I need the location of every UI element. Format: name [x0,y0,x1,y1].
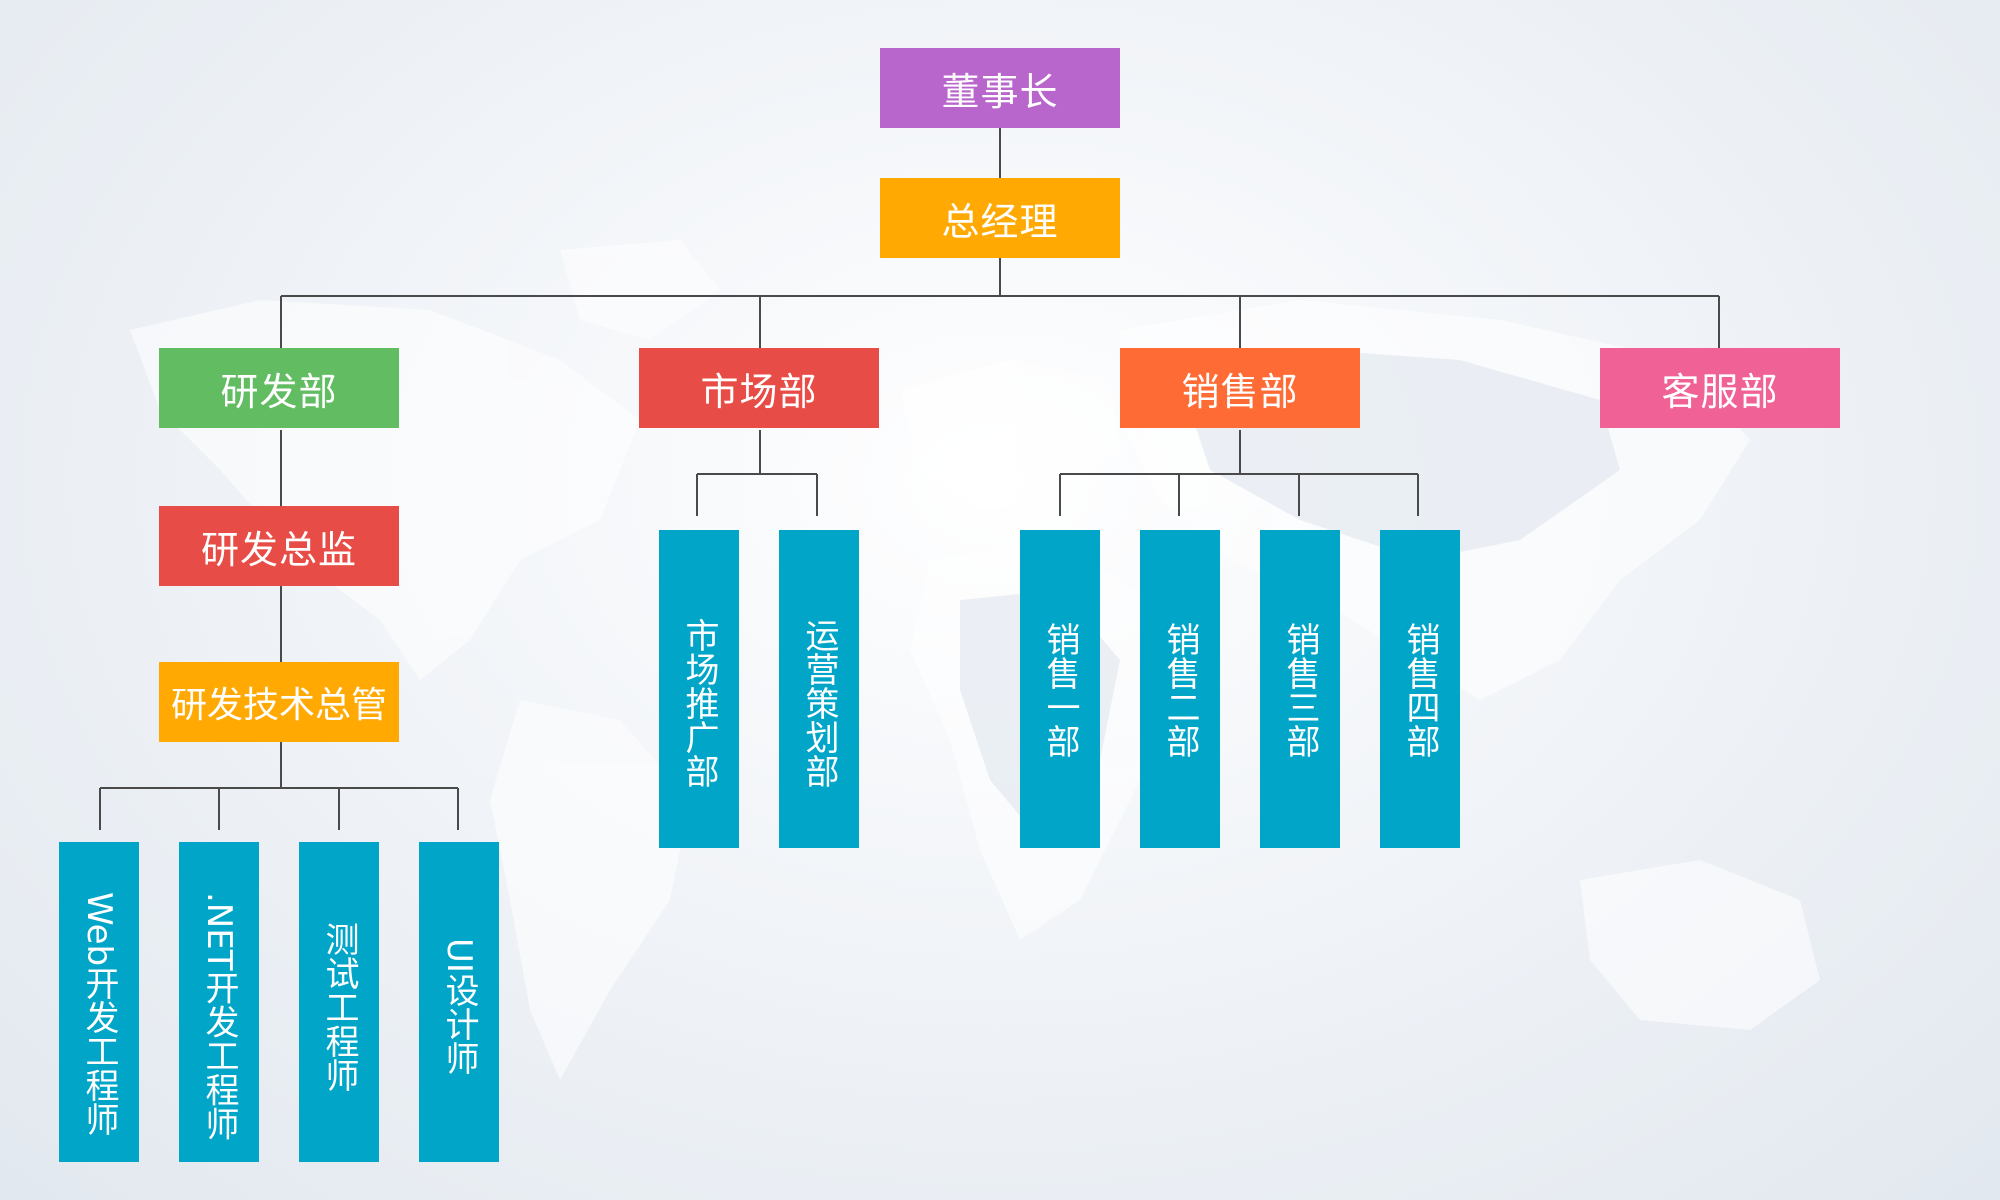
node-marketing-operations: 运营策划部 [779,530,859,848]
node-dept-rd: 研发部 [159,348,399,428]
node-dept-customer-service-label: 客服部 [1661,369,1779,414]
node-sales-unit-2: 销售二部 [1140,530,1220,848]
node-sales-unit-3-label: 销售三部 [1280,622,1320,758]
map-europe [900,360,1120,510]
node-marketing-promotion-label: 市场推广部 [679,618,719,788]
map-australia [1580,860,1820,1030]
node-rd-role-web-label: Web开发工程师 [79,892,119,1137]
node-general-manager: 总经理 [880,178,1120,258]
node-dept-customer-service: 客服部 [1600,348,1840,428]
node-marketing-promotion: 市场推广部 [659,530,739,848]
node-chairman: 董事长 [880,48,1120,128]
map-south-america [490,700,690,1080]
node-sales-unit-4: 销售四部 [1380,530,1460,848]
node-rd-role-test: 测试工程师 [299,842,379,1162]
node-dept-sales-label: 销售部 [1181,369,1299,414]
node-sales-unit-1: 销售一部 [1020,530,1100,848]
node-rd-role-dotnet: .NET开发工程师 [179,842,259,1162]
node-rd-role-dotnet-label: .NET开发工程师 [199,892,239,1141]
node-dept-marketing-label: 市场部 [700,369,818,414]
node-sales-unit-3: 销售三部 [1260,530,1340,848]
node-rd-tech-manager: 研发技术总管 [159,662,399,742]
node-rd-role-test-label: 测试工程师 [319,922,359,1092]
node-sales-unit-4-label: 销售四部 [1400,622,1440,758]
node-sales-unit-1-label: 销售一部 [1040,622,1080,758]
node-rd-tech-manager-label: 研发技术总管 [170,685,387,726]
node-dept-sales: 销售部 [1120,348,1360,428]
node-sales-unit-2-label: 销售二部 [1160,622,1200,758]
node-rd-role-ui: UI设计师 [419,842,499,1162]
node-marketing-operations-label: 运营策划部 [799,618,839,788]
node-rd-director-label: 研发总监 [200,527,357,572]
map-greenland [560,240,720,340]
node-chairman-label: 董事长 [941,69,1059,114]
node-general-manager-label: 总经理 [941,199,1059,244]
node-dept-marketing: 市场部 [639,348,879,428]
node-dept-rd-label: 研发部 [220,369,338,414]
node-rd-role-web: Web开发工程师 [59,842,139,1162]
node-rd-director: 研发总监 [159,506,399,586]
node-rd-role-ui-label: UI设计师 [439,938,479,1075]
